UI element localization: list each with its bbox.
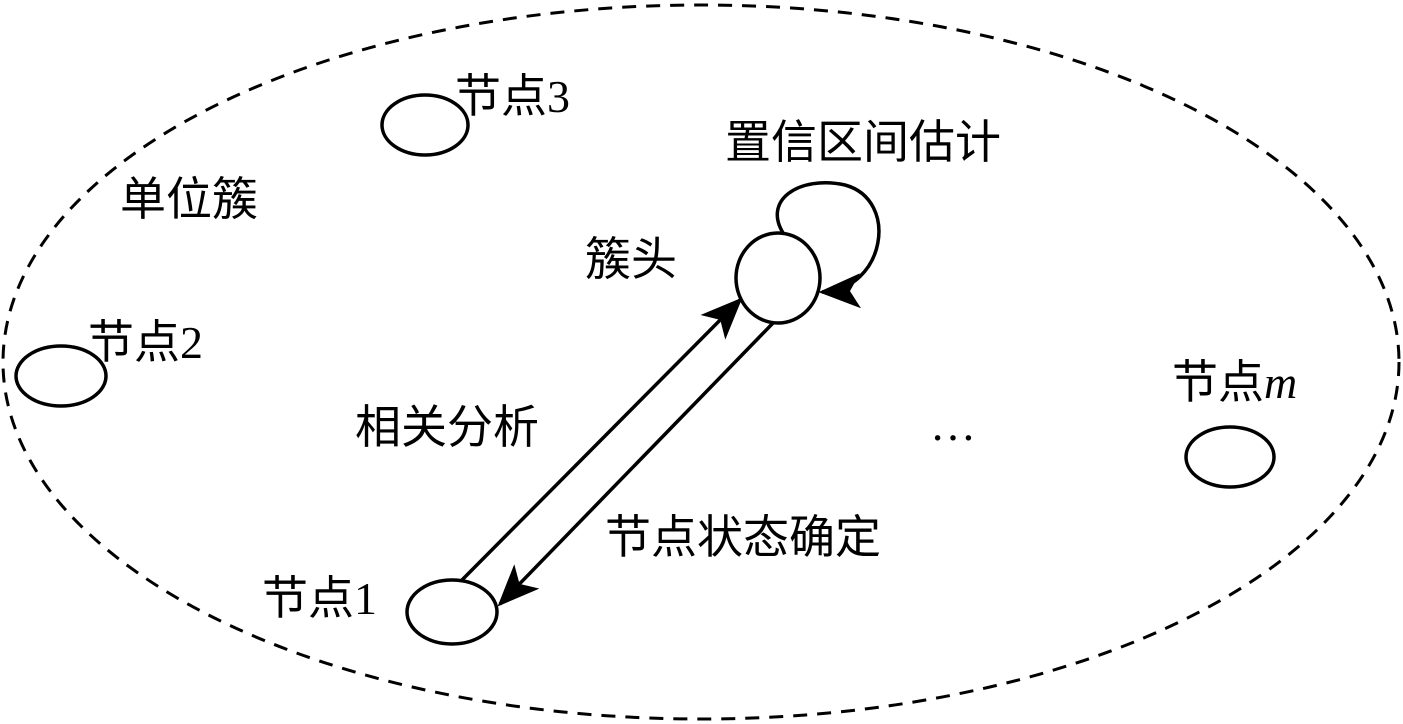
self-loop-arrow bbox=[775, 181, 881, 309]
cluster-boundary bbox=[1, 3, 1401, 721]
cluster-head-node bbox=[734, 231, 822, 325]
node-m-label: 节点m bbox=[1172, 357, 1297, 408]
node-1-label: 节点1 bbox=[262, 573, 377, 624]
node-3 bbox=[380, 93, 470, 157]
node-2 bbox=[14, 344, 108, 408]
node-3-label: 节点3 bbox=[455, 71, 570, 122]
node-2-label: 节点2 bbox=[88, 317, 203, 368]
uplink-label: 相关分析 bbox=[355, 402, 539, 453]
node-1 bbox=[405, 578, 499, 646]
uplink-arrow bbox=[458, 297, 743, 584]
node-m bbox=[1184, 425, 1276, 489]
ellipsis: … bbox=[930, 399, 976, 450]
downlink-arrow bbox=[497, 320, 776, 607]
cluster-label: 单位簇 bbox=[120, 174, 258, 225]
self-loop-label: 置信区间估计 bbox=[725, 117, 1001, 168]
cluster-head-label: 簇头 bbox=[585, 234, 677, 285]
downlink-label: 节点状态确定 bbox=[605, 512, 881, 563]
